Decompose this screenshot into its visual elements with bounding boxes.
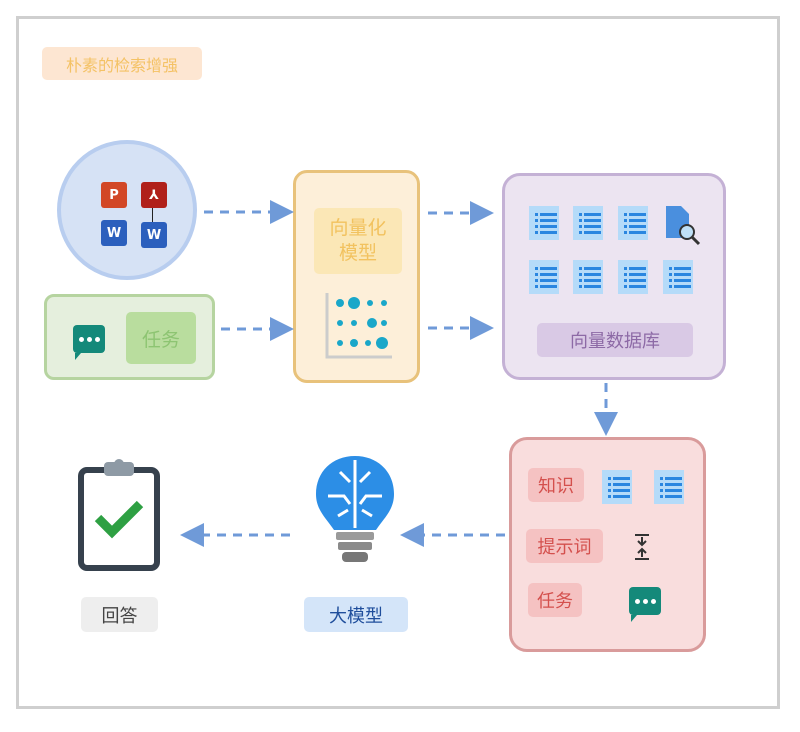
document-icon [663,260,693,294]
word-icon: W [141,222,167,248]
document-search-icon [666,206,701,246]
chat-icon [629,587,661,622]
label-line: 模型 [338,242,377,264]
document-icon [529,206,559,240]
document-icon [573,206,603,240]
document-icon [654,470,684,504]
vector-database-node: 向量数据库 [502,173,726,380]
diagram-title: 朴素的检索增强 [42,47,202,80]
lightbulb-brain-icon [316,456,394,562]
pdf-icon: ⅄ [141,182,167,208]
prompt-assembly-node: 知识 提示词 任务 [509,437,706,652]
document-icon [573,260,603,294]
document-icon [618,260,648,294]
word-icon: W [101,220,127,246]
task-label: 任务 [126,312,196,364]
task-label: 任务 [528,583,582,617]
llm-label: 大模型 [304,597,408,632]
powerpoint-icon: P [101,182,127,208]
document-icon [618,206,648,240]
document-icon [602,470,632,504]
prompt-label: 提示词 [526,529,603,563]
scatter-plot-icon [325,293,392,359]
task-input-node: 任务 [44,294,215,380]
embedding-model-label: 向量化 模型 [314,208,402,274]
answer-label: 回答 [81,597,158,632]
label-line: 向量化 [329,217,387,240]
document-sources-node: P ⅄ W W [57,140,197,280]
vector-database-label: 向量数据库 [537,323,693,357]
clipboard-check-icon [78,459,160,571]
embedding-model-node: 向量化 模型 [293,170,420,383]
convert-arrow-icon [152,208,153,222]
knowledge-label: 知识 [528,468,584,502]
merge-icon [635,534,649,560]
document-icon [529,260,559,294]
chat-icon [73,325,105,360]
